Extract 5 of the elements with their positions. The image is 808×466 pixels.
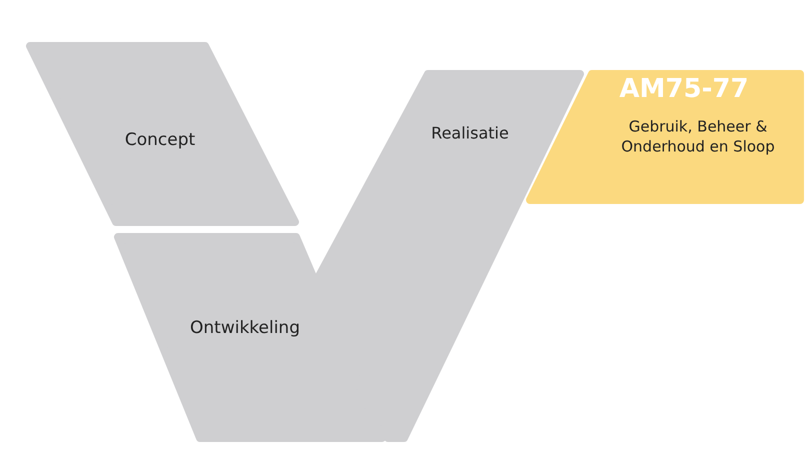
phase-code: AM75-77: [619, 74, 749, 104]
phase-label: Ontwikkeling: [190, 318, 300, 338]
phase-label: Realisatie: [431, 124, 509, 142]
phase-label: Concept: [124, 130, 196, 150]
phase-description: Gebruik, Beheer & Onderhoud en Sloop: [620, 118, 776, 156]
